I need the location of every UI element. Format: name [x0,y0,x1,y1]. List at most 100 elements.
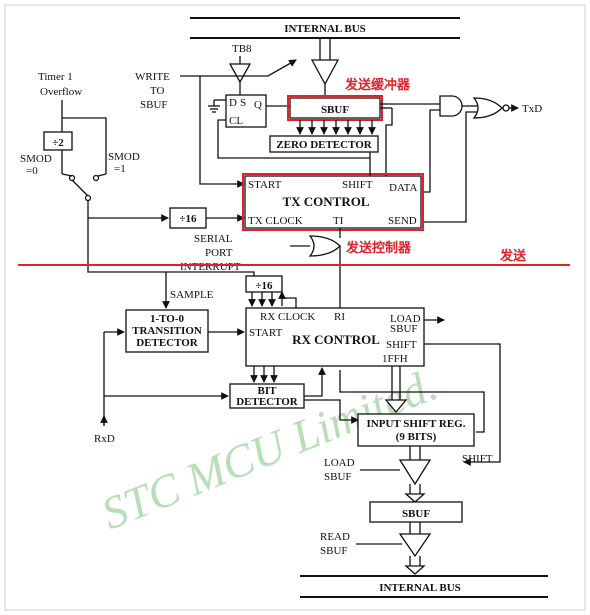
svg-text:START: START [248,179,282,191]
isr-to-sbuf-buffer [398,446,432,503]
sbuf-to-bus-buffer [398,522,432,575]
svg-text:SBUF: SBUF [390,323,418,335]
clock-to-rx-div16-line [87,218,255,276]
rx-clock-feedback [282,297,297,308]
isr-shift-label: SHIFT [462,453,493,465]
smod1-label: SMOD =1 [108,151,140,175]
svg-text:=1: =1 [114,163,126,175]
div16-rx-arrows [248,291,286,307]
svg-text:DETECTOR: DETECTOR [136,337,199,349]
bit-detector: BIT DETECTOR [229,383,305,409]
svg-text:SBUF: SBUF [321,104,349,116]
svg-text:CL: CL [229,115,243,127]
svg-text:RX CONTROL: RX CONTROL [292,332,380,347]
rx-control: RX CLOCK RI LOAD SBUF START RX CONTROL S… [245,307,425,367]
send-to-or-line [424,111,477,223]
svg-text:SEND: SEND [388,215,417,227]
serial-port-interrupt-label: SERIAL PORT INTERRUPT [180,233,241,273]
svg-text:RX CLOCK: RX CLOCK [260,311,315,323]
txd-label: TxD [522,103,542,115]
svg-text:BIT: BIT [258,385,278,397]
svg-text:Timer 1: Timer 1 [38,71,73,83]
svg-text:1-TO-0: 1-TO-0 [150,313,185,325]
svg-text:INTERRUPT: INTERRUPT [180,261,241,273]
isr-feedback-line [339,370,485,433]
diagram-frame [4,4,586,611]
rx-to-isr-lines [384,366,408,414]
bit-detector-to-isr [304,399,359,424]
svg-text:DETECTOR: DETECTOR [236,396,299,408]
svg-text:÷16: ÷16 [179,213,197,225]
svg-text:TX CLOCK: TX CLOCK [248,215,303,227]
svg-text:÷16: ÷16 [255,280,273,292]
svg-text:TX CONTROL: TX CONTROL [282,194,369,209]
svg-text:SMOD: SMOD [108,151,140,163]
svg-text:SHIFT: SHIFT [386,339,417,351]
d-flip-flop: D S Q CL [225,94,267,128]
sbuf-to-zero-detector-arrows [296,120,376,135]
sample-label: SAMPLE [170,289,214,301]
svg-text:1FFH: 1FFH [382,353,408,365]
timer1-overflow-label: Timer 1 Overflow [38,71,82,98]
tx-control: START SHIFT DATA TX CONTROL TX CLOCK TI … [244,175,422,229]
svg-text:SBUF: SBUF [320,545,348,557]
svg-text:LOAD: LOAD [390,313,421,325]
read-sbuf-label: READ SBUF [320,531,350,557]
svg-text:(9 BITS): (9 BITS) [396,431,437,443]
svg-text:SBUF: SBUF [140,99,168,111]
svg-text:÷2: ÷2 [52,137,64,149]
smod0-label: SMOD =0 [20,153,52,177]
bit-detector-to-rx [304,367,326,397]
and-gate [439,95,463,117]
clock-to-div16-line [87,200,169,222]
shift-feedback-line [385,108,393,180]
internal-bus-top: INTERNAL BUS [190,17,460,39]
tx-control-highlight [242,173,424,231]
tx-controller-annotation: 发送控制器 [345,240,412,256]
div2-block: ÷2 [43,131,73,151]
svg-text:S: S [240,97,246,109]
load-sbuf-label: LOAD SBUF [324,457,355,483]
tx-sbuf: SBUF [289,97,381,119]
svg-text:WRITE: WRITE [135,71,170,83]
svg-text:SMOD: SMOD [20,153,52,165]
svg-text:=0: =0 [26,165,38,177]
div16-tx-block: ÷16 [169,207,207,229]
svg-text:PORT: PORT [205,247,233,259]
svg-text:INPUT SHIFT REG.: INPUT SHIFT REG. [367,418,466,430]
svg-text:ZERO DETECTOR: ZERO DETECTOR [276,139,373,151]
interrupt-or-gate [308,235,341,257]
bus-to-sbuf-buffer [310,38,340,97]
svg-text:Q: Q [254,99,262,111]
svg-text:SBUF: SBUF [402,508,430,520]
zero-detector: ZERO DETECTOR [269,135,379,153]
svg-text:READ: READ [320,531,350,543]
svg-text:TI: TI [333,215,344,227]
rx-sbuf: SBUF [369,501,463,523]
svg-text:D: D [229,97,237,109]
tx-buffer-annotation: 发送缓冲器 [344,77,411,93]
svg-text:START: START [249,327,283,339]
write-to-start-line [199,76,245,188]
svg-text:TO: TO [150,85,165,97]
svg-text:SHIFT: SHIFT [342,179,373,191]
rx-shift-line [424,343,501,466]
rxd-label: RxD [94,433,115,445]
input-shift-register: INPUT SHIFT REG. (9 BITS) [357,413,475,447]
tb8-buffer: TB8 [228,43,252,95]
div16-rx-block: ÷16 [245,275,283,293]
rx-to-bit-detector-lines [250,366,278,383]
timer1-line [61,100,107,174]
svg-text:LOAD: LOAD [324,457,355,469]
write-to-sbuf-label: WRITE TO SBUF [135,71,170,111]
write-signal-line [180,59,297,77]
smod-switch [61,173,107,202]
data-to-and-line [424,109,440,193]
transition-detector: 1-TO-0 TRANSITION DETECTOR [125,309,209,353]
svg-text:SBUF: SBUF [324,471,352,483]
svg-text:RI: RI [334,311,345,323]
svg-text:INTERNAL BUS: INTERNAL BUS [379,582,461,594]
send-annotation: 发送 [499,248,527,264]
svg-text:TB8: TB8 [232,43,252,55]
svg-text:DATA: DATA [389,182,418,194]
